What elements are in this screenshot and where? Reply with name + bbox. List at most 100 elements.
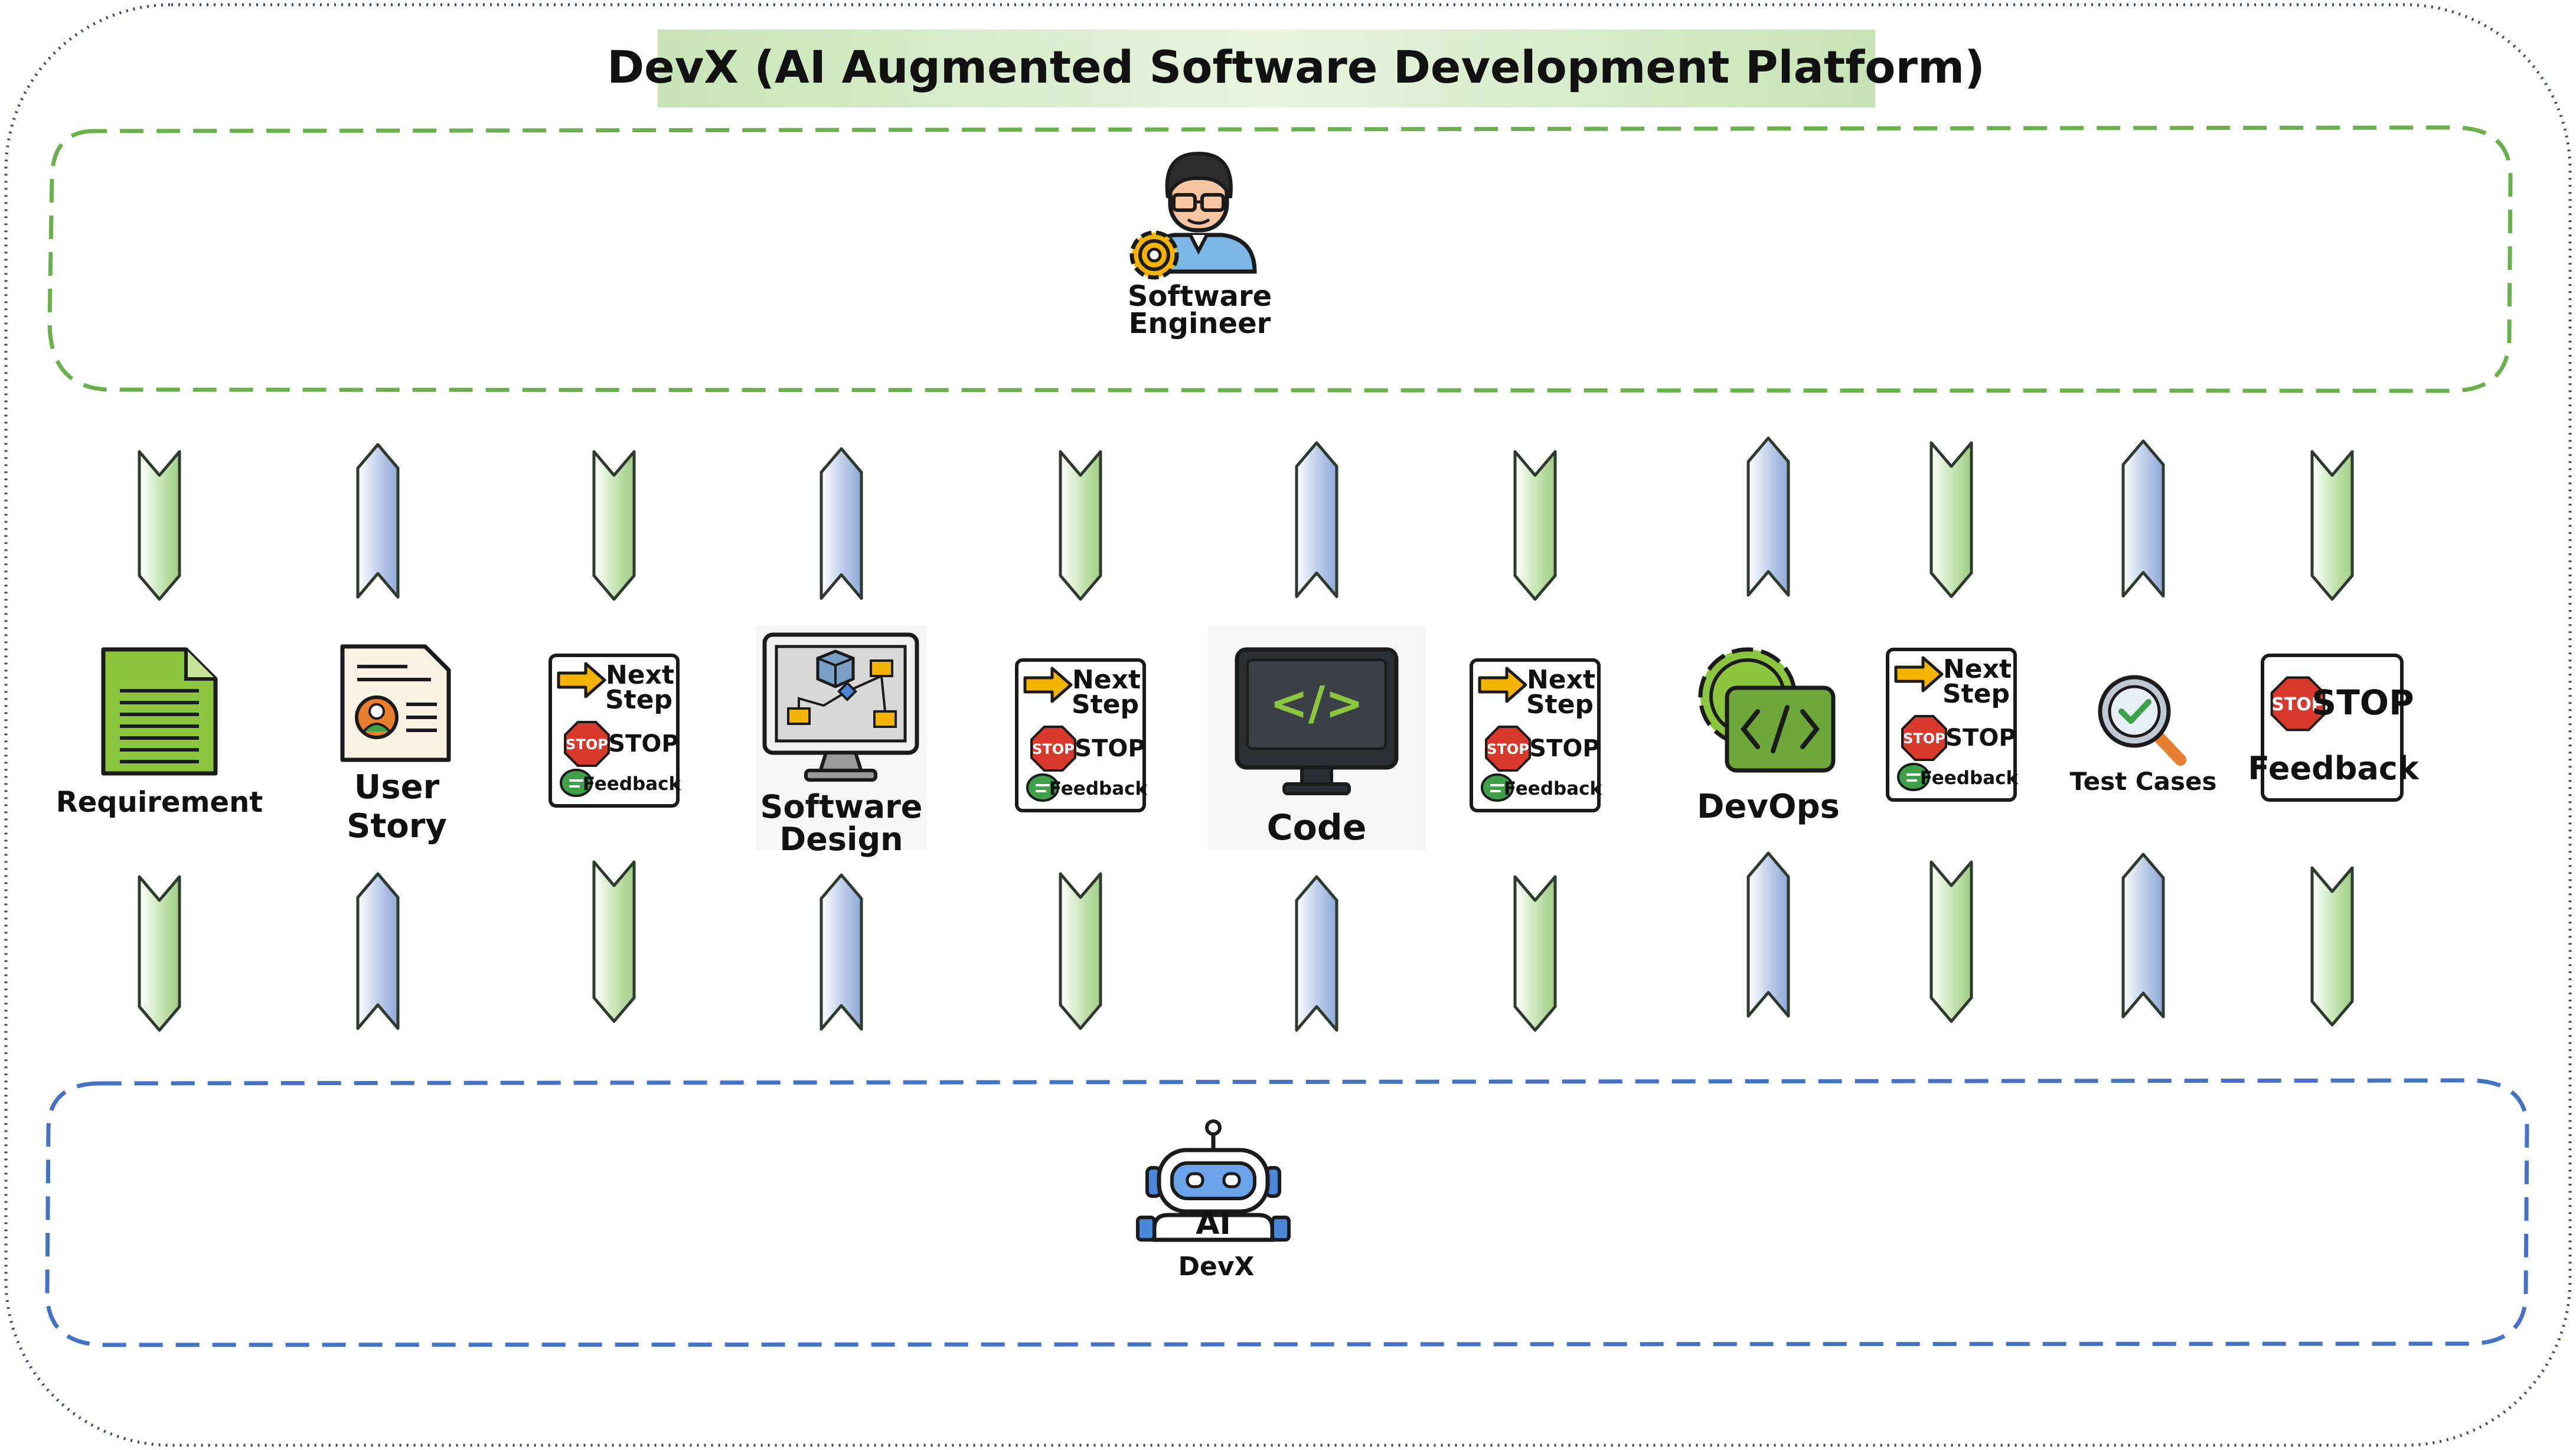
next-label: Next xyxy=(1072,665,1141,695)
next-arrow-icon xyxy=(557,662,606,698)
magnifier-handle xyxy=(2152,730,2186,766)
top-arrow-up-6 xyxy=(1295,441,1338,598)
stop-label: STOP xyxy=(1945,724,2016,752)
document-fold xyxy=(184,649,216,681)
step-code-6: </> Code xyxy=(1207,626,1426,850)
stop-label: STOP xyxy=(608,730,678,757)
feedback-bubble-icon xyxy=(1026,773,1059,802)
check-icon xyxy=(2118,699,2151,724)
magnifier-lens xyxy=(2108,685,2161,738)
bottom-arrow-up-2 xyxy=(356,872,400,1030)
bottom-arrow-down-11 xyxy=(2310,866,2354,1027)
platform-boundary xyxy=(4,3,2572,1447)
stop-sign-icon xyxy=(1901,715,1947,761)
step-label-1-line1: Requirement xyxy=(56,786,263,819)
avatar-head xyxy=(368,703,385,720)
software-engineer: Software Engineer xyxy=(1078,142,1311,345)
engineer-icon xyxy=(1129,151,1257,280)
top-arrow-up-8 xyxy=(1746,436,1790,597)
stop-sign-text: STOP xyxy=(566,736,608,753)
top-arrow-down-9 xyxy=(1929,441,1973,598)
step-label-4-line1: Software xyxy=(760,788,923,825)
flow-decision xyxy=(837,681,857,701)
avatar-body xyxy=(363,723,391,733)
top-arrow-down-11 xyxy=(2310,450,2354,601)
step-label-6-line1: Code xyxy=(1267,807,1367,848)
stop-sign-icon xyxy=(1030,726,1076,772)
engineer-region xyxy=(47,125,2513,393)
ai-label: DevX xyxy=(1178,1252,1255,1282)
stop-label: STOP xyxy=(1075,735,1145,762)
feedback-label: Feedback xyxy=(1504,778,1603,799)
bottom-arrow-down-3 xyxy=(592,860,636,1023)
stop-sign-text: STOP xyxy=(1032,741,1075,757)
engineer-label-line1: Software xyxy=(1128,280,1272,313)
step-label-8-line1: DevOps xyxy=(1697,788,1840,826)
step-testcases-10: Test Cases xyxy=(2070,675,2216,796)
stop-sign-icon xyxy=(1485,726,1531,772)
flow-node xyxy=(870,659,893,677)
bottom-arrow-up-10 xyxy=(2121,853,2165,1018)
next-arrow-icon xyxy=(1478,667,1527,703)
top-arrow-down-3 xyxy=(592,450,636,601)
stop-sign-text: STOP xyxy=(2271,694,2324,715)
stop-sign-text: STOP xyxy=(1487,741,1529,757)
title-band xyxy=(658,30,1875,107)
next-arrow-icon xyxy=(1894,656,1944,693)
feedback-label: Feedback xyxy=(2248,750,2420,787)
code-screen xyxy=(1246,659,1387,750)
feedback-label: Feedback xyxy=(1049,778,1148,799)
cube-edges xyxy=(817,657,854,687)
flow-node xyxy=(787,707,811,725)
bottom-arrow-down-7 xyxy=(1513,875,1557,1032)
step-label-4-line2: Design xyxy=(779,821,903,858)
step-label-2-line2: Story xyxy=(347,807,447,845)
top-arrow-down-5 xyxy=(1059,450,1102,601)
flow-connector xyxy=(798,675,886,712)
code-glyph: </> xyxy=(1269,677,1363,730)
next-label: Next xyxy=(1527,665,1595,695)
step-label: Step xyxy=(1942,679,2010,709)
engineer-label-line2: Engineer xyxy=(1129,307,1271,340)
top-arrow-up-2 xyxy=(356,443,400,599)
step-label-2-line1: User xyxy=(354,768,440,806)
feedback-bubble-icon xyxy=(560,769,593,797)
stop-sign-icon xyxy=(2270,676,2326,731)
ai-devx: AI DevX xyxy=(1105,1099,1321,1324)
feedback-label: Feedback xyxy=(1920,768,2019,789)
ai-region xyxy=(45,1078,2529,1347)
monitor-base xyxy=(1282,782,1351,795)
top-arrow-up-4 xyxy=(820,447,863,600)
stop-label: STOP xyxy=(2311,682,2414,723)
top-arrow-down-7 xyxy=(1513,450,1557,601)
bottom-arrow-up-4 xyxy=(820,873,863,1031)
robot-icon xyxy=(1136,1119,1291,1242)
arrow-layer xyxy=(138,436,2354,1032)
step-label: Step xyxy=(1072,690,1139,720)
ai-badge: AI xyxy=(1196,1206,1231,1242)
top-arrow-down-1 xyxy=(138,450,181,601)
bottom-arrow-down-1 xyxy=(138,875,181,1032)
next-label: Next xyxy=(606,660,674,690)
bottom-arrow-down-9 xyxy=(1929,860,1973,1023)
feedback-label: Feedback xyxy=(583,773,682,795)
next-arrow-icon xyxy=(1023,667,1073,703)
next-step-card xyxy=(1886,648,2017,802)
step-devops-8: DevOps xyxy=(1697,647,1840,826)
next-label: Next xyxy=(1943,654,2012,684)
step-label: Step xyxy=(1526,690,1594,720)
bottom-arrow-up-6 xyxy=(1295,875,1338,1032)
title-banner: DevX (AI Augmented Software Development … xyxy=(607,30,1985,107)
stop-sign-text: STOP xyxy=(1903,730,1945,747)
stop-label: STOP xyxy=(1529,735,1599,762)
stop-sign-icon xyxy=(564,721,610,767)
page-title: DevX (AI Augmented Software Development … xyxy=(607,41,1985,93)
